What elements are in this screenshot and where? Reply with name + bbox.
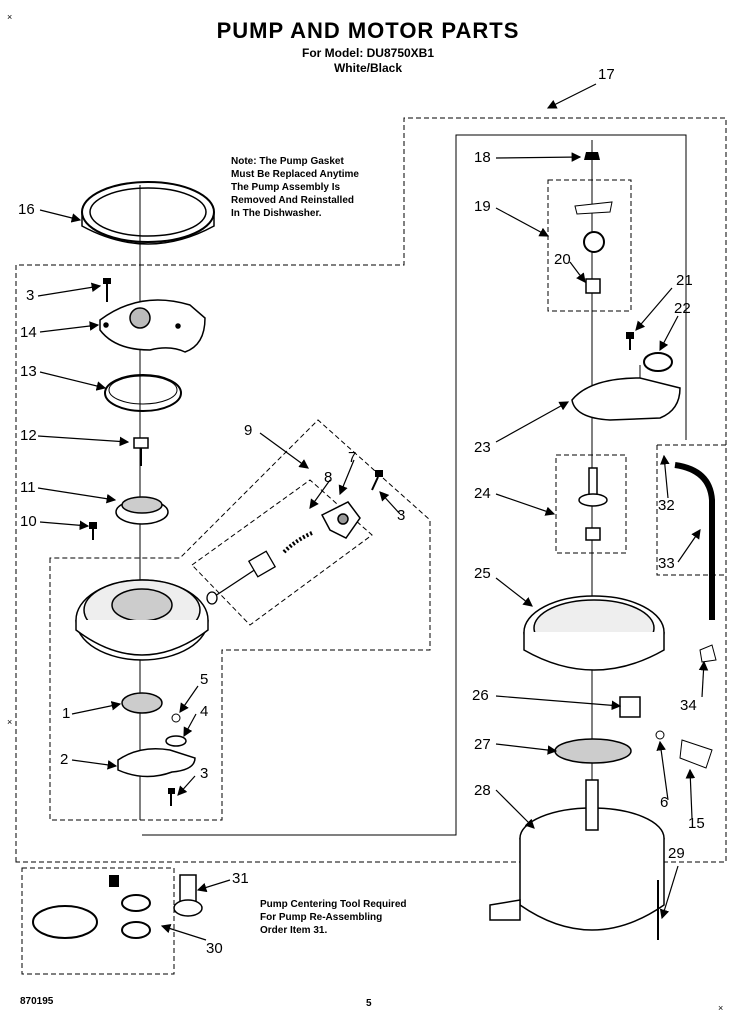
corner-mark-top: × bbox=[7, 12, 13, 22]
callout-19: 19 bbox=[474, 198, 491, 215]
callout-30: 30 bbox=[206, 940, 223, 957]
screw-part-10 bbox=[89, 522, 97, 540]
kit-gasket-part bbox=[32, 905, 98, 939]
callout-28: 28 bbox=[474, 782, 491, 799]
footer-code: 870195 bbox=[20, 996, 54, 1007]
impeller-part bbox=[115, 496, 169, 525]
o-ring-part bbox=[165, 735, 187, 747]
model-line: For Model: DU8750XB1 bbox=[301, 46, 435, 60]
assembly-boundaries bbox=[15, 117, 727, 975]
nut-part-18 bbox=[584, 152, 600, 160]
centering-tool-part-31 bbox=[173, 874, 203, 917]
callout-1: 1 bbox=[62, 705, 71, 722]
callout-34: 34 bbox=[680, 697, 697, 714]
callout-3-top: 3 bbox=[26, 287, 35, 304]
bushing-part-20 bbox=[585, 278, 601, 294]
callout-9: 9 bbox=[244, 422, 253, 439]
hose-part-33 bbox=[674, 462, 715, 620]
callout-31: 31 bbox=[232, 870, 249, 887]
nut-part bbox=[133, 437, 149, 466]
check-ball-part bbox=[171, 713, 181, 723]
clip-part-19 bbox=[574, 201, 613, 215]
corner-mark-bottom: × bbox=[718, 1003, 724, 1013]
page-number: 5 bbox=[366, 998, 372, 1009]
callout-6: 6 bbox=[660, 794, 669, 811]
pump-gasket-part bbox=[81, 181, 215, 245]
mounting-plate-part-23 bbox=[571, 377, 681, 421]
screw-part bbox=[103, 278, 111, 302]
sensor-part-15 bbox=[679, 739, 713, 769]
callout-7: 7 bbox=[348, 449, 357, 466]
corner-mark-left: × bbox=[7, 717, 13, 727]
callout-3-bottom: 3 bbox=[200, 765, 209, 782]
kit-ring-part-2 bbox=[121, 921, 151, 939]
callout-5: 5 bbox=[200, 671, 209, 688]
callout-16: 16 bbox=[18, 201, 35, 218]
callout-27: 27 bbox=[474, 736, 491, 753]
callout-18: 18 bbox=[474, 149, 491, 166]
callout-26: 26 bbox=[472, 687, 489, 704]
callout-25: 25 bbox=[474, 565, 491, 582]
shaft-part-24 bbox=[578, 467, 608, 541]
callout-21: 21 bbox=[676, 272, 693, 289]
pump-housing-part bbox=[75, 579, 209, 661]
spring-part-19 bbox=[583, 231, 605, 253]
kit-ring-part bbox=[121, 894, 151, 912]
callout-23: 23 bbox=[474, 439, 491, 456]
callout-22: 22 bbox=[674, 300, 691, 317]
callout-32: 32 bbox=[658, 497, 675, 514]
callout-15: 15 bbox=[688, 815, 705, 832]
motor-part-28 bbox=[489, 779, 665, 931]
callout-14: 14 bbox=[20, 324, 37, 341]
callout-17: 17 bbox=[598, 66, 615, 83]
callout-20: 20 bbox=[554, 251, 571, 268]
callout-2: 2 bbox=[60, 751, 69, 768]
callout-8: 8 bbox=[324, 469, 333, 486]
callout-3-right: 3 bbox=[397, 507, 406, 524]
callout-24: 24 bbox=[474, 485, 491, 502]
bracket-part-26 bbox=[619, 696, 641, 718]
callout-11: 11 bbox=[20, 479, 36, 496]
centering-tool-note: Pump Centering Tool Required For Pump Re… bbox=[260, 899, 407, 936]
callout-12: 12 bbox=[20, 427, 37, 444]
guard-part bbox=[117, 748, 196, 778]
motor-mount-part-25 bbox=[523, 595, 665, 671]
pump-cover-part bbox=[99, 299, 206, 353]
seal-ring-part-22 bbox=[643, 352, 673, 372]
screw-part-3c bbox=[168, 788, 175, 806]
cap-part-34 bbox=[699, 644, 717, 663]
kit-screw-part bbox=[109, 875, 119, 887]
screw-part-21 bbox=[626, 332, 634, 350]
callout-29: 29 bbox=[668, 845, 685, 862]
page-title: PUMP AND MOTOR PARTS bbox=[216, 18, 520, 43]
color-line: White/Black bbox=[333, 61, 402, 75]
leader-arrows bbox=[37, 83, 709, 941]
chopper-assembly-part bbox=[206, 531, 313, 605]
ring-part-6 bbox=[655, 730, 665, 740]
callout-33: 33 bbox=[658, 555, 675, 572]
callout-10: 10 bbox=[20, 513, 37, 530]
seal-ring-part bbox=[104, 374, 182, 412]
disc-part-27 bbox=[554, 738, 632, 764]
filter-part bbox=[121, 692, 163, 714]
callout-4: 4 bbox=[200, 703, 209, 720]
callout-13: 13 bbox=[20, 363, 37, 380]
screw-part-3b bbox=[371, 470, 383, 491]
bracket-part-7 bbox=[320, 501, 361, 539]
gasket-note: Note: The Pump Gasket Must Be Replaced A… bbox=[231, 156, 359, 219]
